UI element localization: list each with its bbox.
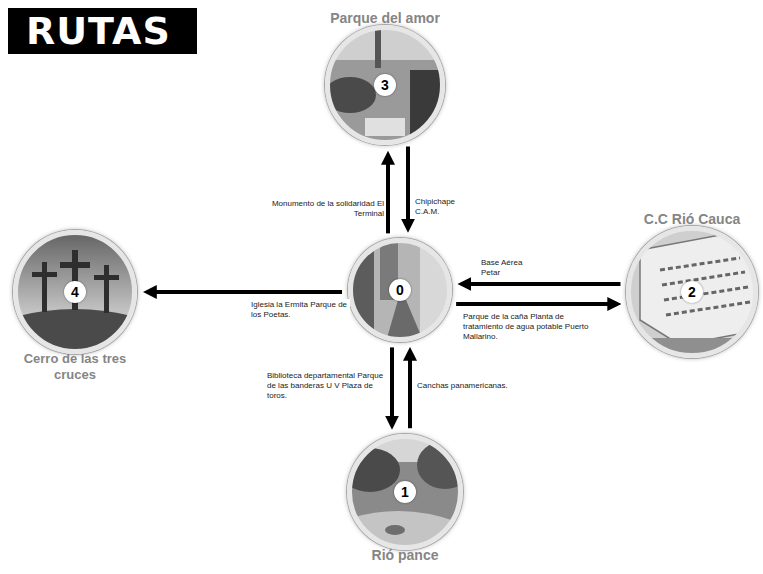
route-stops: Iglesia la Ermita Parque de los Poetas. <box>250 299 350 321</box>
route-circle: 0 <box>348 238 452 342</box>
route-arrow <box>456 302 610 306</box>
cross <box>42 262 47 312</box>
callout-number: 0 <box>389 279 411 301</box>
callout-number: 2 <box>681 281 703 303</box>
photo-mall-roof <box>640 235 760 345</box>
park-photo <box>320 20 450 150</box>
callout-number: 3 <box>374 74 396 96</box>
photo-crowd <box>324 77 376 113</box>
hill-photo <box>10 228 140 360</box>
callout-number: 1 <box>394 481 416 503</box>
cross <box>60 262 90 268</box>
photo-ground <box>320 20 450 150</box>
place-name: C.C Rió Cauca <box>644 211 740 227</box>
photo-building <box>420 245 450 340</box>
photo-rock <box>385 525 405 535</box>
mall-photo <box>625 225 760 360</box>
place-name: Parque del amor <box>330 10 440 26</box>
photo-sky <box>345 235 455 345</box>
route-stops: Canchas panamericanas. <box>416 380 518 392</box>
route-stops: Monumento de la solidaridad El Terminal <box>258 198 385 220</box>
callout-number: 4 <box>64 281 86 303</box>
title: RUTAS <box>8 8 197 54</box>
route-stops: Base Aérea Petar <box>480 257 540 279</box>
photo-ground <box>345 432 465 552</box>
cross <box>32 272 57 277</box>
route-stops: Biblioteca departamental Parque de las b… <box>266 370 388 402</box>
photo-ground <box>625 225 760 360</box>
route-circle: 4Cerro de las tres cruces <box>13 230 137 354</box>
route-circle: 1Rió pance <box>347 434 463 550</box>
route-arrow <box>406 146 410 221</box>
route-arrow <box>154 290 342 294</box>
photo-sign <box>365 118 405 136</box>
photo-parking <box>660 258 750 315</box>
photo-monument <box>375 28 381 68</box>
city-photo <box>345 235 455 345</box>
route-arrow <box>408 358 412 428</box>
route-arrow <box>390 347 394 418</box>
route-stops: Chipichape C.A.M. <box>414 196 468 218</box>
route-circle: 3Parque del amor <box>325 25 445 145</box>
photo-building <box>352 250 374 340</box>
river-photo <box>340 432 473 552</box>
route-arrow <box>469 282 621 286</box>
cross <box>104 265 109 313</box>
photo-trees <box>417 441 473 489</box>
cross <box>94 275 119 280</box>
route-circle: 2C.C Rió Cauca <box>626 226 758 358</box>
place-name: Cerro de las tres cruces <box>23 351 128 383</box>
route-stops: Parque de la caña Planta de tratamiento … <box>462 311 596 343</box>
route-arrow <box>386 162 390 233</box>
place-name: Rió pance <box>372 547 439 563</box>
